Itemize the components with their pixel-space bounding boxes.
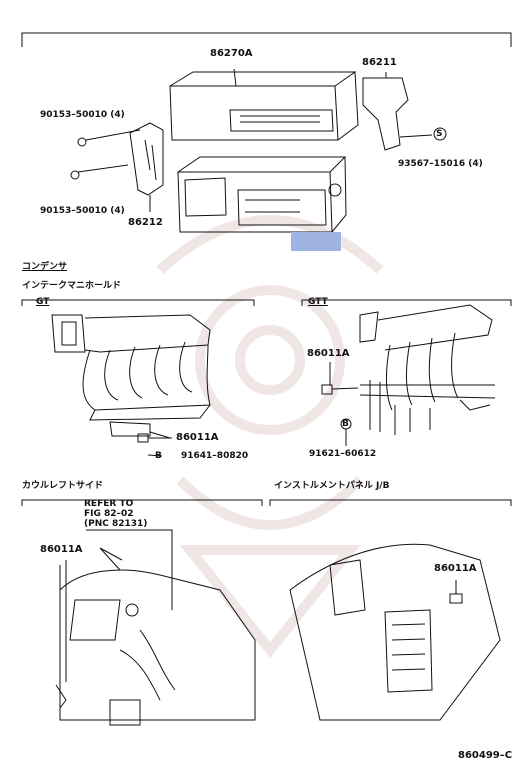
marker-b-gtt: B	[342, 419, 349, 429]
marker-b-gt: B	[155, 451, 162, 461]
section-cowl-left-side: カウルレフトサイド	[22, 481, 104, 491]
section-condenser: コンデンサ	[22, 262, 68, 272]
cowl-part-86011A-label[interactable]: 86011A	[40, 544, 83, 555]
part-93567-label[interactable]: 93567–15016 (4)	[398, 159, 483, 169]
part-86212-label[interactable]: 86212	[128, 217, 163, 228]
refer-line-1: REFER TO	[84, 499, 134, 509]
section-gt: GT	[36, 297, 50, 307]
refer-line-3: (PNC 82131)	[84, 519, 148, 529]
gt-part-86011A-label[interactable]: 86011A	[176, 432, 219, 443]
section-intake-manifold: インテークマニホールド	[22, 281, 122, 291]
section-gtt: GTT	[308, 297, 328, 307]
part-90153-top-label[interactable]: 90153–50010 (4)	[40, 110, 125, 120]
highlight-marker	[291, 232, 341, 251]
gt-part-91641-label[interactable]: 91641–80820	[181, 451, 249, 461]
refer-line-2[interactable]: FIG 82–02	[84, 509, 134, 519]
section-instrument-panel-jb: インストルメントパネル J/B	[274, 481, 390, 491]
inst-part-86011A-label[interactable]: 86011A	[434, 563, 477, 574]
gtt-part-86011A-label[interactable]: 86011A	[307, 348, 350, 359]
marker-s: S	[436, 129, 443, 139]
part-86211-label[interactable]: 86211	[362, 57, 397, 68]
gtt-part-91621-label[interactable]: 91621–60612	[309, 449, 377, 459]
part-86270A-label[interactable]: 86270A	[210, 48, 253, 59]
diagram-code: 860499–C	[458, 750, 513, 761]
part-90153-bottom-label[interactable]: 90153–50010 (4)	[40, 206, 125, 216]
